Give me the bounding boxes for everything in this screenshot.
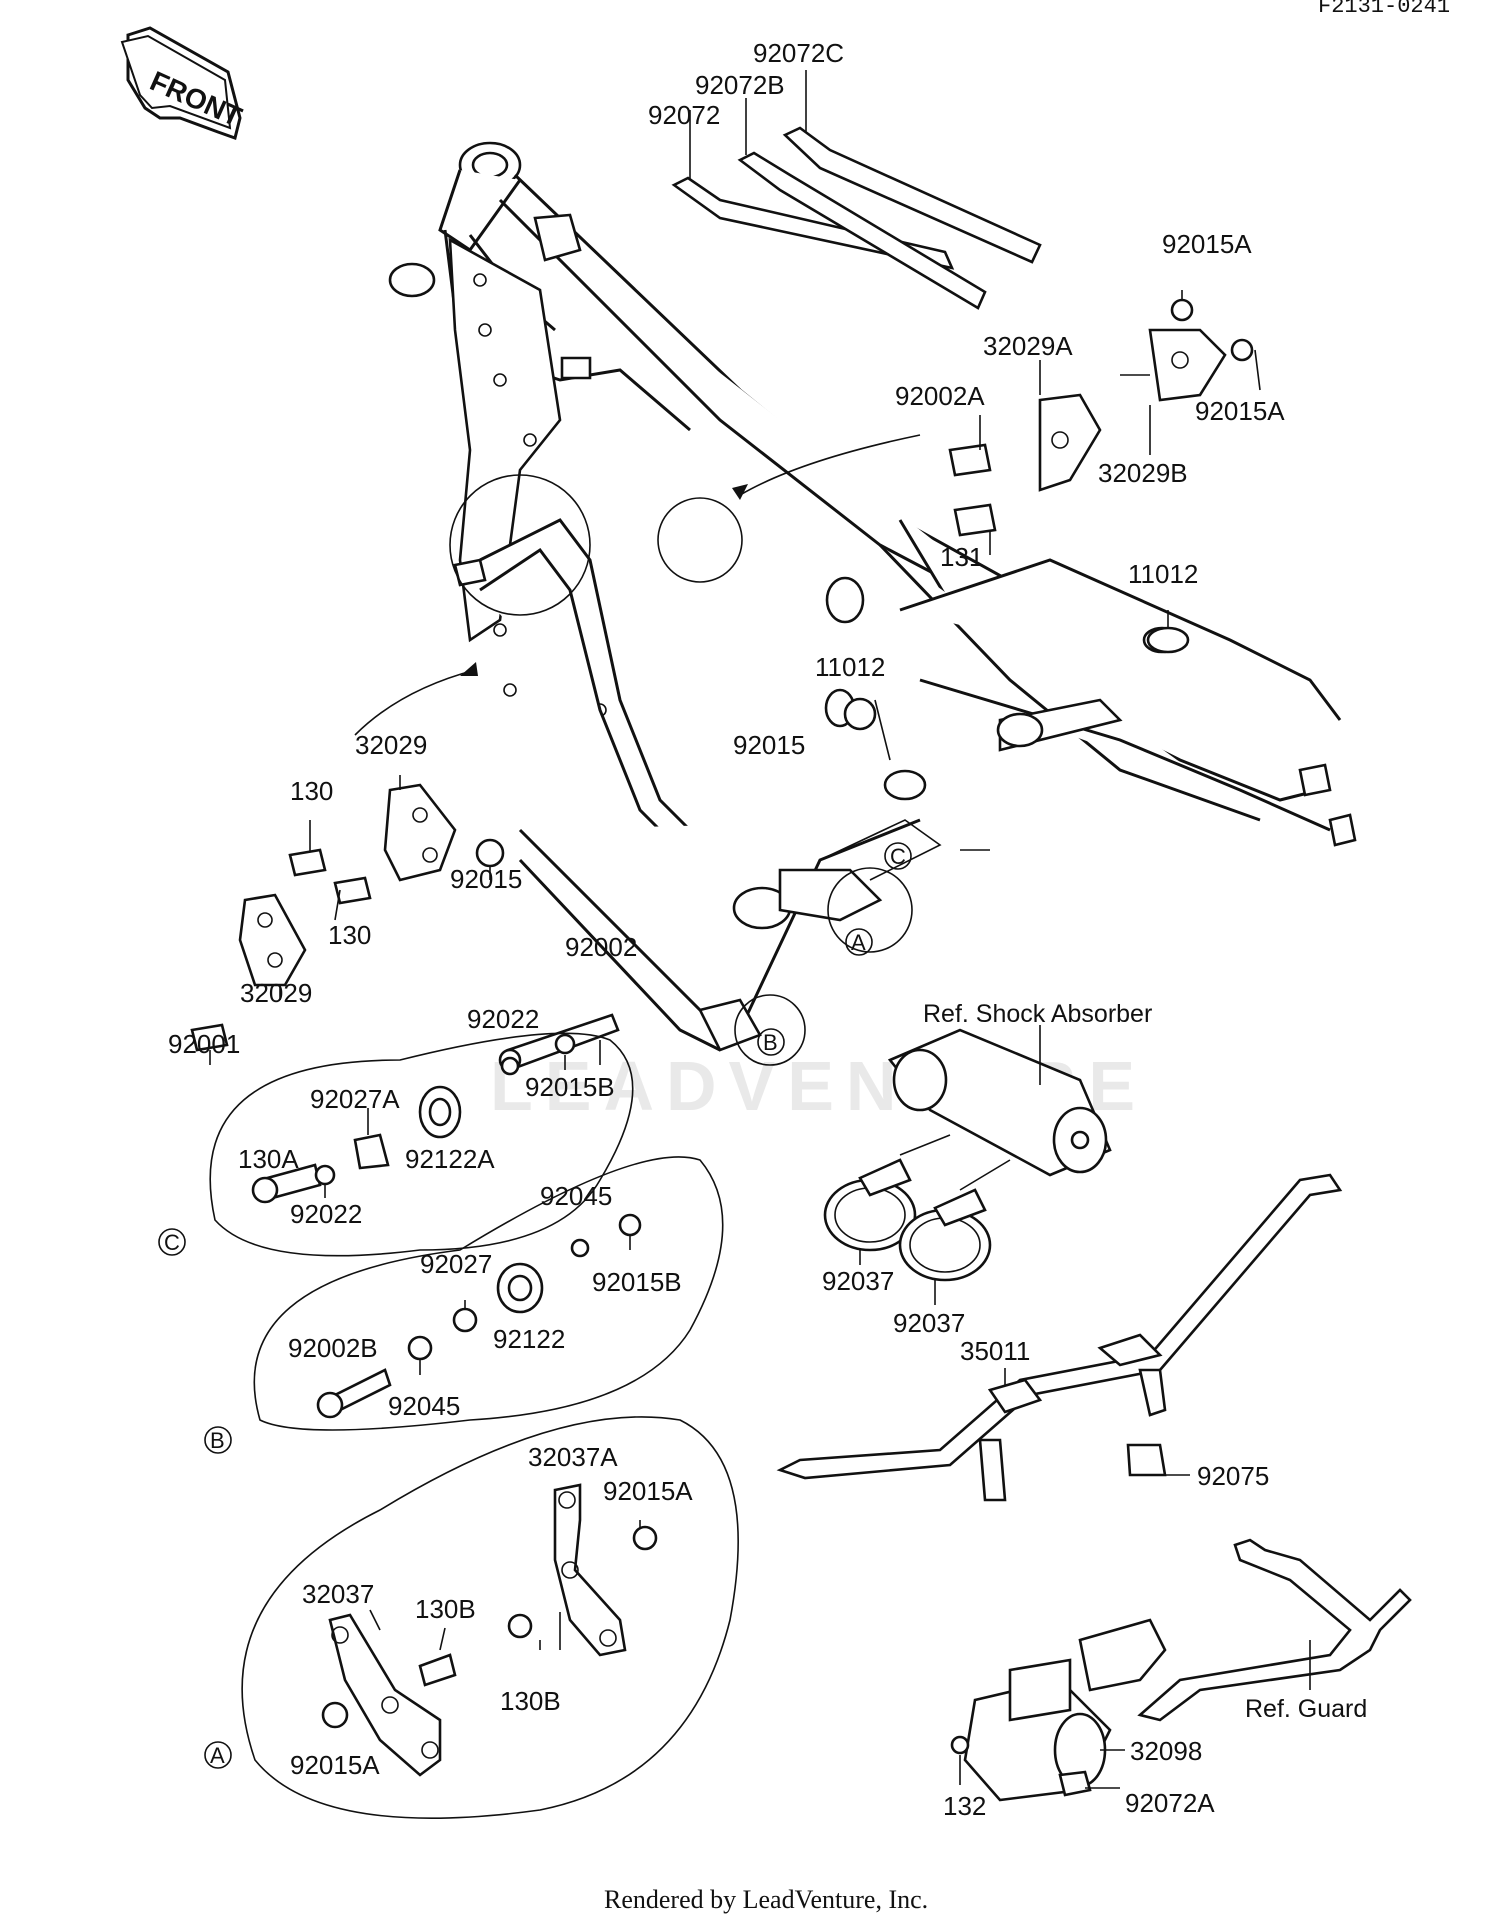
- callout-a-frame: A: [845, 928, 873, 956]
- label-130b-bottom: 130B: [500, 1686, 561, 1716]
- callout-b-group: B: [204, 1426, 232, 1454]
- guard-assembly: [950, 1538, 1412, 1802]
- label-132: 132: [943, 1791, 986, 1821]
- label-92022-bottom: 92022: [290, 1199, 362, 1229]
- label-92002a: 92002A: [895, 381, 985, 411]
- label-32029-bottom: 32029: [240, 978, 312, 1008]
- label-92072c: 92072C: [753, 38, 844, 68]
- group-b: [253, 1156, 724, 1431]
- footer-credit: Rendered by LeadVenture, Inc.: [604, 1885, 928, 1914]
- label-32037: 32037: [302, 1579, 374, 1609]
- label-92027: 92027: [420, 1249, 492, 1279]
- label-92027a: 92027A: [310, 1084, 400, 1114]
- group-a: [241, 1416, 739, 1819]
- hose-clamps: [823, 1134, 1011, 1305]
- label-92072: 92072: [648, 100, 720, 130]
- diagram-code: F2131-0241: [1318, 0, 1450, 19]
- callout-c-frame: C: [884, 842, 912, 870]
- label-92015-center: 92015: [733, 730, 805, 760]
- label-92072a: 92072A: [1125, 1788, 1215, 1818]
- label-131: 131: [940, 542, 983, 572]
- callout-b-frame: B: [757, 1028, 785, 1056]
- label-32037a: 32037A: [528, 1442, 618, 1472]
- label-ref-shock-absorber: Ref. Shock Absorber: [923, 1000, 1152, 1028]
- label-ref-guard: Ref. Guard: [1245, 1695, 1367, 1723]
- label-92045-bottom: 92045: [388, 1391, 460, 1421]
- label-35011: 35011: [960, 1336, 1030, 1366]
- engine-mount-left: [190, 775, 620, 1072]
- label-92045-top: 92045: [540, 1181, 612, 1211]
- svg-text:A: A: [210, 1743, 225, 1768]
- label-92015-left: 92015: [450, 864, 522, 894]
- label-92002: 92002: [565, 932, 637, 962]
- label-11012-right: 11012: [1128, 559, 1198, 589]
- label-92037-right: 92037: [893, 1308, 965, 1338]
- label-92015b-mid: 92015B: [592, 1267, 682, 1297]
- label-92015a-right: 92015A: [1195, 396, 1285, 426]
- label-130-top: 130: [290, 776, 333, 806]
- label-32029-top: 32029: [355, 730, 427, 760]
- label-92122: 92122: [493, 1324, 565, 1354]
- shock-absorber: [887, 1025, 1112, 1177]
- label-92022-top: 92022: [467, 1004, 539, 1034]
- label-92015b-top: 92015B: [525, 1072, 615, 1102]
- label-32098: 32098: [1130, 1736, 1202, 1766]
- label-32029a: 32029A: [983, 331, 1073, 361]
- footrest-bracket-35011: [776, 1173, 1343, 1502]
- label-130a: 130A: [238, 1144, 299, 1174]
- label-92122a: 92122A: [405, 1144, 495, 1174]
- svg-text:B: B: [763, 1030, 778, 1055]
- label-92002b: 92002B: [288, 1333, 378, 1363]
- label-11012-center: 11012: [815, 652, 885, 682]
- label-92001: 92001: [168, 1029, 240, 1059]
- svg-text:A: A: [851, 930, 866, 955]
- front-arrow-icon: FRONT: [120, 26, 246, 140]
- bracket-32029a-32029b: [874, 290, 1261, 761]
- callout-a-group: A: [204, 1741, 232, 1769]
- callout-c-group: C: [158, 1228, 186, 1256]
- label-32029b: 32029B: [1098, 458, 1188, 488]
- svg-text:C: C: [164, 1230, 180, 1255]
- label-92075: 92075: [1197, 1461, 1269, 1491]
- straps: [671, 70, 1042, 310]
- label-92015a-group-a-bottom: 92015A: [290, 1750, 380, 1780]
- label-92015a-top: 92015A: [1162, 229, 1252, 259]
- part-labels: 92072C 92072B 92072 92015A 32029A 92002A…: [168, 38, 1367, 1821]
- label-130b-top: 130B: [415, 1594, 476, 1624]
- svg-text:C: C: [890, 844, 906, 869]
- svg-text:B: B: [210, 1428, 225, 1453]
- label-92015a-group-a: 92015A: [603, 1476, 693, 1506]
- frame-assembly: [354, 141, 1357, 1066]
- label-92037-left: 92037: [822, 1266, 894, 1296]
- label-130-mid: 130: [328, 920, 371, 950]
- label-92072b: 92072B: [695, 70, 785, 100]
- group-c: [209, 1032, 634, 1257]
